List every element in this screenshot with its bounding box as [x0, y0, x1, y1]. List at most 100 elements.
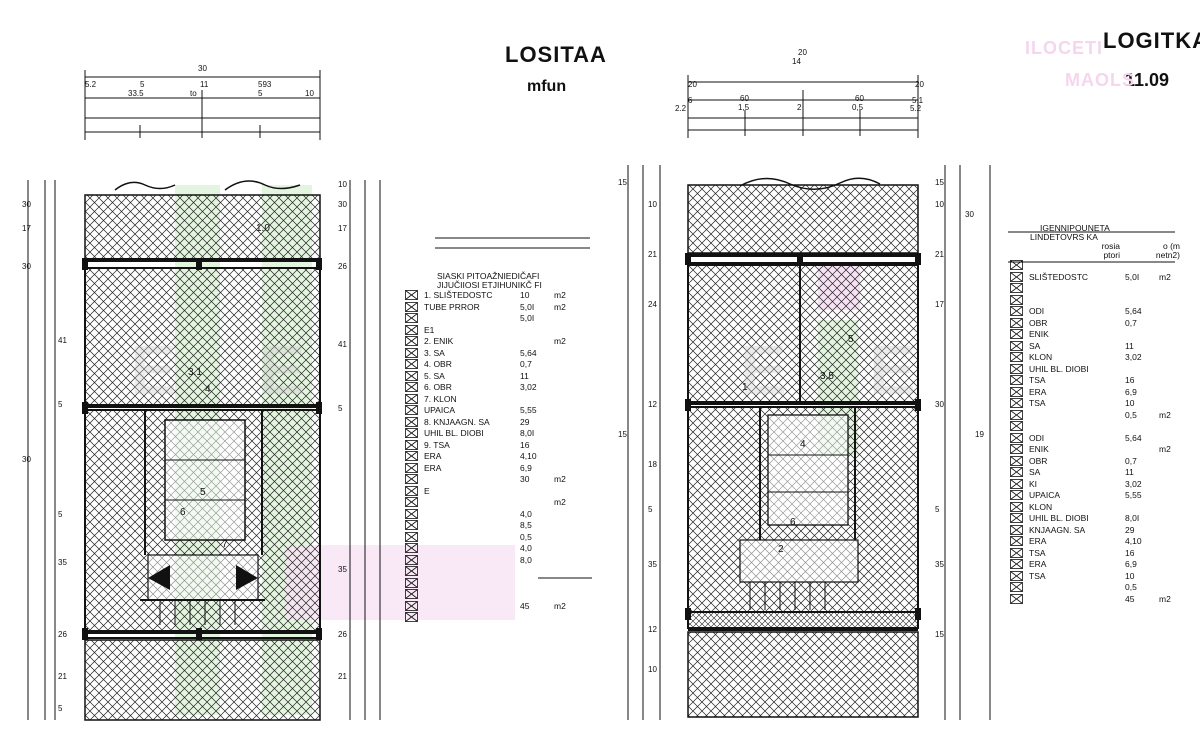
legend-row-label [424, 532, 520, 544]
legend-row-unit [554, 451, 574, 463]
legend-row-unit [1159, 352, 1179, 364]
left-dim-side-2: 17 [22, 224, 31, 233]
legend-row-label: TSA [1029, 547, 1046, 558]
legend-row-unit [1159, 502, 1179, 514]
right-dim-rside-3: 21 [935, 250, 944, 259]
right-dim-top-8: 5.1 [912, 96, 924, 105]
legend-row [405, 589, 595, 601]
legend-hatch-icon [1010, 467, 1023, 477]
legend-row-unit [1159, 525, 1179, 537]
legend-row-unit [554, 486, 574, 498]
right-dim-top-1: 20 [798, 48, 807, 57]
right-pink-mark-2: MAOLS [1065, 70, 1135, 90]
legend-hatch-icon [405, 439, 418, 450]
legend-row: 0,5 [405, 532, 595, 544]
left-dim-side-4: 41 [58, 336, 67, 345]
left-dim-top-4: 593 [258, 80, 272, 89]
legend-row-unit [554, 509, 574, 521]
right-dim-top-9: 2.2 [675, 104, 687, 113]
legend-row-label: ERA [424, 462, 442, 473]
legend-row: 7. KLON [405, 394, 595, 406]
legend-row-unit [1159, 341, 1179, 353]
legend-row-label: 5. SA [424, 370, 445, 381]
legend-row: 45 m2 [405, 601, 595, 613]
legend-row-unit [554, 382, 574, 394]
right-dim-top-6: 60 [740, 94, 749, 103]
legend-row-value: 0,5 [1125, 582, 1137, 592]
legend-row-value [520, 578, 554, 590]
legend-row-label: KNJAAGN. SA [1029, 524, 1086, 535]
right-legend: IGENNIPOUNETA LINDETOVRS KA rosia o (m p… [1010, 224, 1190, 605]
legend-row-label [1029, 283, 1125, 295]
legend-hatch-icon [405, 462, 418, 473]
legend-row-unit [554, 555, 574, 567]
left-dim-side-8: 35 [58, 558, 67, 567]
legend-row [405, 612, 595, 624]
legend-row-unit [554, 463, 574, 475]
legend-row-value: 10 [1125, 570, 1135, 581]
legend-row-label: TSA [1029, 375, 1046, 385]
right-dim-rside-1: 15 [935, 178, 944, 187]
right-legend-heading-1: IGENNIPOUNETA [1040, 223, 1110, 233]
legend-row-unit: m2 [554, 600, 566, 611]
legend-row-value [1125, 329, 1159, 341]
right-dim-side-1: 15 [618, 178, 627, 187]
legend-row-label: E [424, 485, 430, 496]
legend-row-unit [554, 543, 574, 555]
left-dim-side-6: 30 [22, 455, 31, 464]
legend-row-value: 10 [520, 290, 530, 300]
right-dim-rside-5: 19 [975, 430, 984, 439]
legend-hatch-icon [405, 577, 418, 588]
right-room-number-1: 5 [848, 334, 854, 345]
left-plan [27, 70, 515, 721]
left-dim-top-2: 5 [140, 80, 145, 89]
legend-hatch-icon [405, 600, 418, 611]
legend-row-unit [554, 359, 574, 371]
right-dim-side-5: 15 [618, 430, 627, 439]
left-dim-rside-5: 41 [338, 340, 347, 349]
left-legend-heading-1: SIASKI PITOAŽNIEDIČAFI [437, 271, 540, 281]
legend-row-unit [1159, 398, 1179, 410]
legend-row-value: 30 [520, 474, 530, 484]
left-dim-side-11: 5 [58, 704, 63, 713]
right-legend-col-2: o (m [1163, 241, 1180, 251]
legend-row-value [520, 325, 554, 337]
right-dim-top-10: 1,5 [738, 103, 750, 112]
right-dim-side-11: 10 [648, 665, 657, 674]
left-room-number-2: 3.1 [188, 367, 202, 378]
legend-row-label [424, 578, 520, 590]
legend-row-unit [1159, 387, 1179, 399]
legend-row-unit: m2 [554, 290, 566, 300]
legend-row-value: 5,64 [520, 347, 537, 358]
left-room-number-1: 1.0 [256, 223, 270, 234]
legend-row-label [424, 566, 520, 578]
legend-row [405, 577, 595, 590]
legend-row-unit [1159, 260, 1179, 272]
legend-row-value: 45 [520, 600, 530, 611]
legend-row: E [405, 486, 595, 498]
legend-row-value: 8,5 [520, 520, 532, 530]
right-room-number-3: 3.5 [820, 371, 834, 382]
legend-row-value: 0,7 [1125, 317, 1137, 328]
legend-hatch-icon [405, 301, 418, 312]
legend-hatch-icon [405, 520, 418, 530]
right-legend-col-2b: netn2) [1155, 250, 1180, 260]
legend-row-unit [554, 348, 574, 360]
legend-row-value: 5,55 [1125, 490, 1142, 500]
legend-row-label [424, 612, 520, 624]
right-dim-top-11: 2 [797, 103, 802, 112]
legend-row-value: 11 [520, 370, 529, 381]
legend-row [1010, 260, 1190, 272]
legend-row: 0,5 [1010, 582, 1190, 594]
left-legend: SIASKI PITOAŽNIEDIČAFI JIJUČIIOSI ETJIHU… [405, 272, 595, 624]
